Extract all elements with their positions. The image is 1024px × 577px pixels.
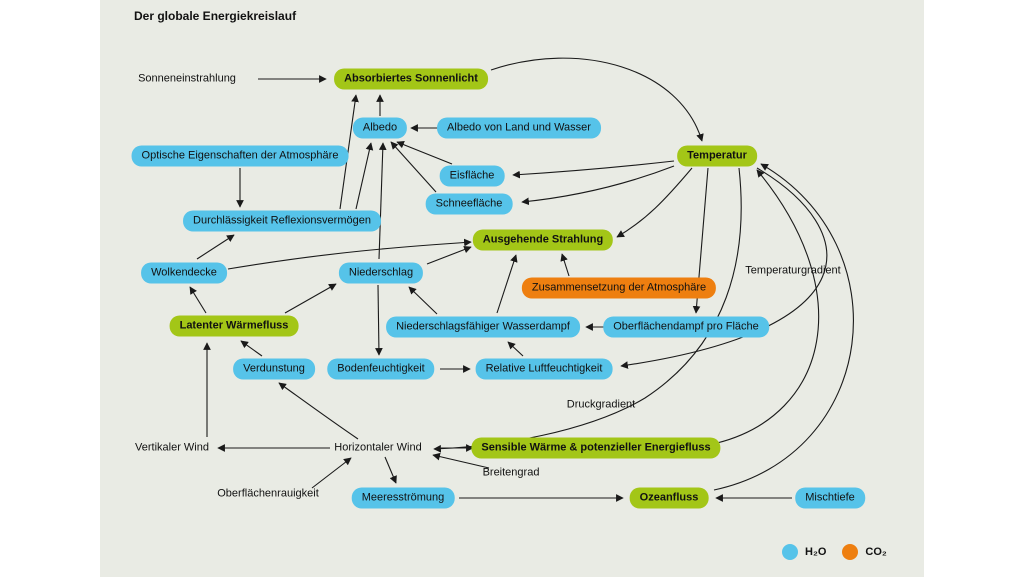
node-latenter-waermefluss: Latenter Wärmefluss [169, 315, 299, 337]
node-temperaturgradient: Temperaturgradient [745, 264, 841, 277]
edge-niederschlag-ausgehende [426, 245, 472, 265]
node-verdunstung: Verdunstung [233, 358, 315, 380]
edge-zusammensetzung-ausgehende [560, 253, 570, 277]
node-durchlaessigkeit: Durchlässigkeit Reflexionsvermögen [183, 210, 381, 232]
node-relative-luftfeuchtigkeit: Relative Luftfeuchtigkeit [475, 358, 613, 380]
edge-latenter-wolkendecke [189, 286, 207, 314]
node-wolkendecke: Wolkendecke [141, 262, 227, 284]
edge-relative-wasserdampf [507, 341, 524, 357]
node-niederschlag: Niederschlag [338, 262, 424, 284]
edge-niederschlag-albedo [378, 142, 387, 260]
node-breitengrad: Breitengrad [482, 466, 540, 479]
legend-co2-label: CO₂ [865, 546, 887, 558]
edge-absorbiertes-temperatur [490, 57, 704, 142]
edge-sensible-temperatur [716, 169, 820, 444]
node-sensible-waerme: Sensible Wärme & potenzieller Energieflu… [471, 437, 721, 459]
node-albedo-von-land-und-wasser: Albedo von Land und Wasser [437, 117, 601, 139]
edge-verdunstung-latenter [240, 340, 263, 357]
legend-h2o-label: H₂O [805, 546, 827, 558]
edge-temperatur-eisflaeche [512, 160, 675, 179]
edge-eisflaeche-albedo [396, 140, 453, 165]
node-temperatur: Temperatur [677, 145, 757, 167]
node-oberflaechenrauigkeit: Oberflächenrauigkeit [217, 487, 319, 500]
edge-temperatur-ausgehende [616, 167, 693, 238]
node-meeresstroemung: Meeresströmung [351, 487, 455, 509]
edge-horizontaler-meeresstroemung [384, 456, 397, 484]
edge-wasserdampf-niederschlag [408, 286, 438, 315]
edge-horizontaler-verdunstung [278, 382, 359, 440]
node-schneeflaeche: Schneefläche [425, 193, 513, 215]
edge-wolkendecke-ausgehende [227, 238, 472, 270]
diagram-title: Der globale Energiekreislauf [134, 9, 297, 23]
node-ausgehende-strahlung: Ausgehende Strahlung [472, 229, 614, 251]
edge-oberflaechenrauigkeit-horizontaler [311, 457, 352, 489]
edge-temperatur-relative [620, 167, 828, 369]
node-ozeanfluss: Ozeanfluss [629, 487, 709, 509]
h2o-dot-icon [782, 544, 798, 560]
legend-item-co2: CO₂ [842, 544, 887, 560]
node-oberflaechendampf-pro-flaeche: Oberflächendampf pro Fläche [603, 316, 769, 338]
diagram-background [100, 0, 924, 577]
edge-durchlaessigkeit-albedo [355, 142, 374, 210]
edge-breitengrad-horizontaler [432, 452, 490, 469]
node-druckgradient: Druckgradient [566, 398, 636, 411]
node-vertikaler-wind: Vertikaler Wind [135, 441, 209, 454]
legend-item-h2o: H₂O [782, 544, 826, 560]
co2-dot-icon [842, 544, 859, 560]
edge-ozeanfluss-temperatur [713, 163, 854, 491]
node-eisflaeche: Eisfläche [439, 165, 505, 187]
legend: H₂O CO₂ [782, 544, 887, 560]
node-niederschlagsfaehiger-wasserdampf: Niederschlagsfähiger Wasserdampf [386, 316, 580, 338]
node-bodenfeuchtigkeit: Bodenfeuchtigkeit [327, 358, 435, 380]
edge-wolkendecke-durchlaessigkeit [196, 234, 235, 260]
node-absorbiertes-sonnenlicht: Absorbiertes Sonnenlicht [334, 68, 488, 90]
node-mischtiefe: Mischtiefe [795, 487, 865, 509]
edge-schneeflaeche-albedo [390, 141, 437, 193]
node-zusammensetzung-der-atmosphaere: Zusammensetzung der Atmosphäre [521, 277, 717, 299]
node-horizontaler-wind: Horizontaler Wind [334, 441, 422, 454]
node-albedo: Albedo [352, 117, 408, 139]
edge-latenter-niederschlag [284, 283, 337, 314]
edge-temperatur-schneeflaeche [521, 165, 675, 206]
edge-niederschlag-bodenfeuchtigkeit [375, 284, 383, 356]
node-sonneneinstrahlung: Sonneneinstrahlung [138, 72, 236, 85]
node-optische-eigenschaften: Optische Eigenschaften der Atmosphäre [131, 145, 349, 167]
edge-wasserdampf-ausgehende [496, 254, 518, 314]
